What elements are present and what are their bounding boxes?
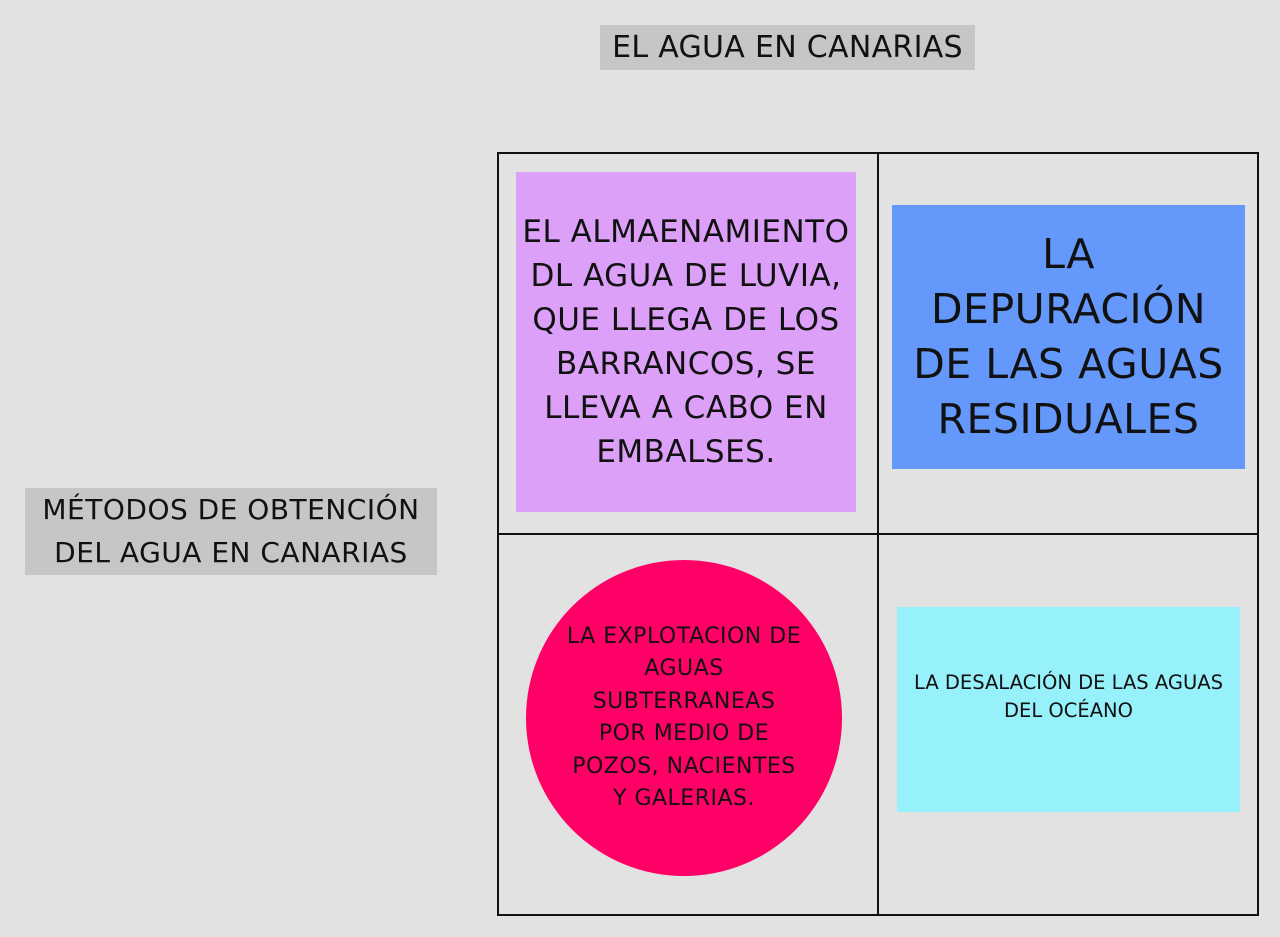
diagram-title: EL AGUA EN CANARIAS [600,25,975,70]
quadrant-grid [497,152,1259,916]
wastewater-purification-text: LA DEPURACIÓN DE LAS AGUAS RESIDUALES [913,230,1224,443]
desalination-card: LA DESALACIÓN DE LAS AGUAS DEL OCÉANO [897,607,1240,812]
groundwater-text: LA EXPLOTACION DE AGUAS SUBTERRANEAS POR… [566,623,802,812]
rainwater-storage-card: EL ALMAENAMIENTO DL AGUA DE LUVIA, QUE L… [516,172,856,512]
desalination-text: LA DESALACIÓN DE LAS AGUAS DEL OCÉANO [914,670,1223,722]
rainwater-storage-text: EL ALMAENAMIENTO DL AGUA DE LUVIA, QUE L… [522,214,850,470]
side-label: MÉTODOS DE OBTENCIÓN DEL AGUA EN CANARIA… [25,488,437,575]
groundwater-circle: LA EXPLOTACION DE AGUAS SUBTERRANEAS POR… [526,560,842,876]
grid-divider-horizontal [499,533,1257,535]
wastewater-purification-card: LA DEPURACIÓN DE LAS AGUAS RESIDUALES [892,205,1245,469]
